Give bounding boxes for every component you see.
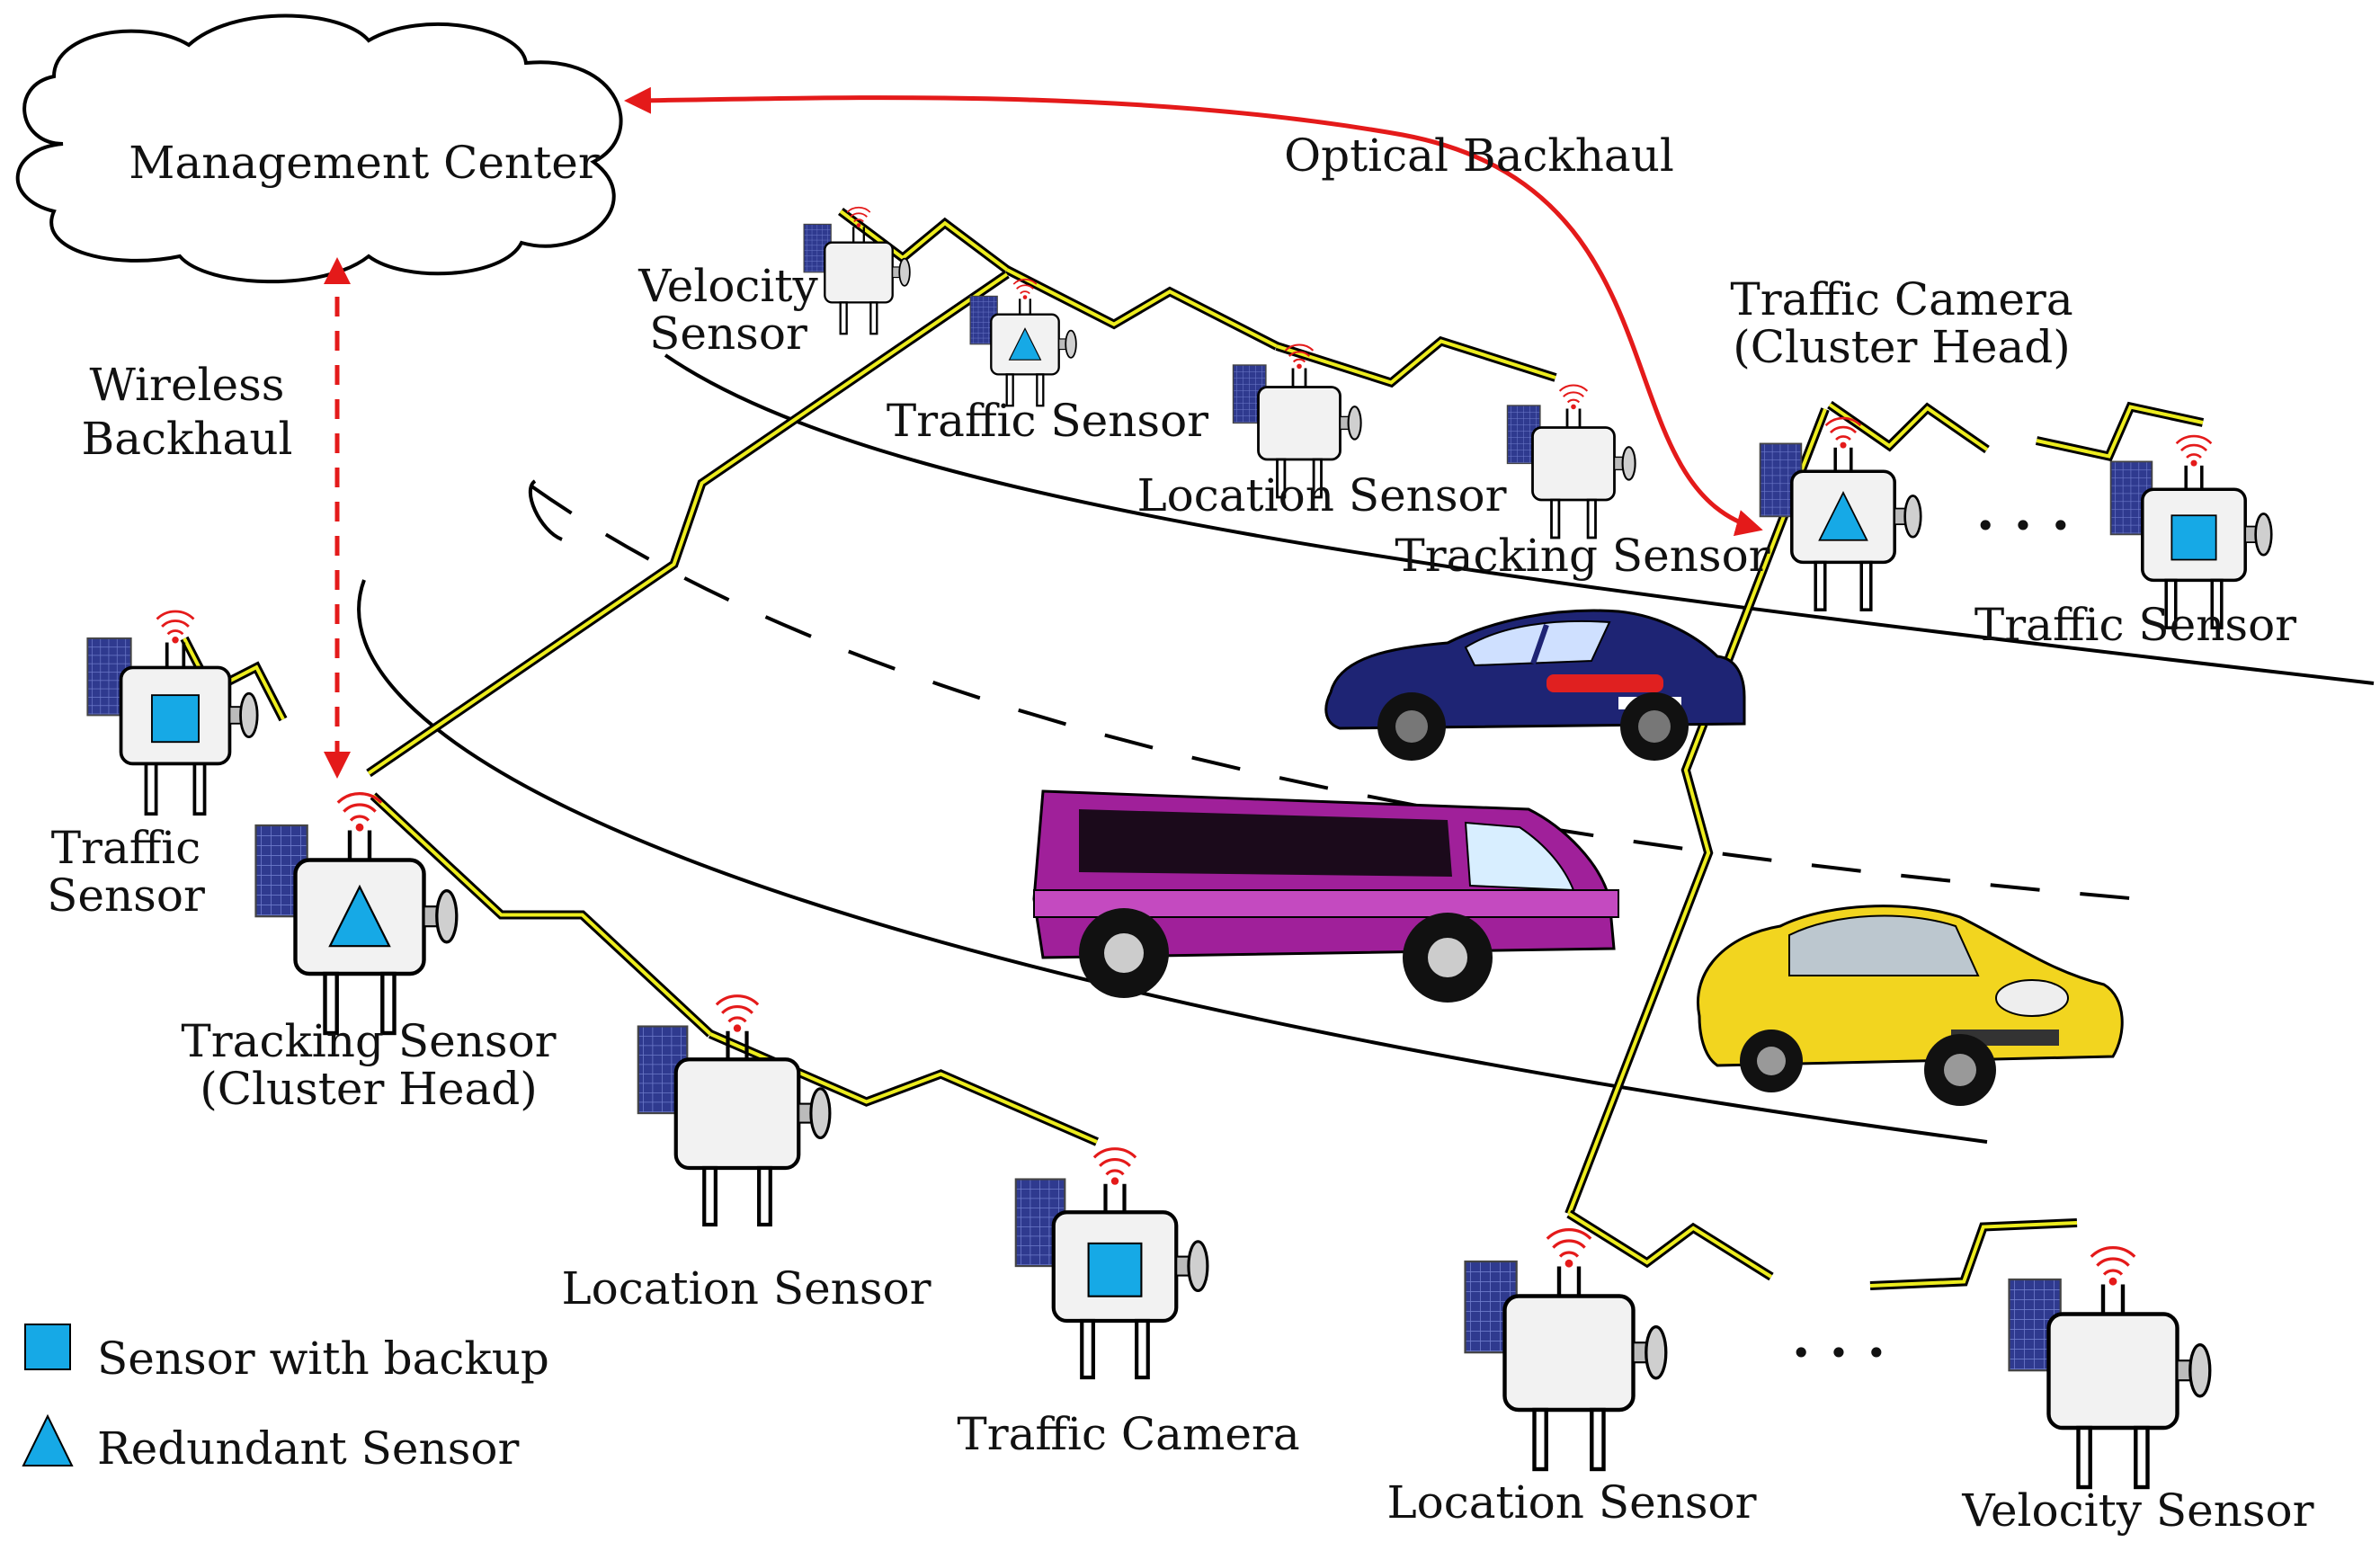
node-velocity-bottom xyxy=(2008,1245,2212,1490)
label-location-mid: Location Sensor xyxy=(561,1262,931,1315)
backup-square-icon xyxy=(1087,1242,1143,1297)
legend-triangle-icon xyxy=(22,1413,74,1466)
legend: Sensor with backup Redundant Sensor xyxy=(22,1324,549,1475)
blue-car xyxy=(1324,609,1746,761)
link-head-traffic-top xyxy=(366,270,1010,778)
label-tracking-top: Tracking Sensor xyxy=(1395,530,1769,582)
label-camera-head-1: Traffic Camera xyxy=(1730,273,2072,325)
wireless-signal-icon xyxy=(1558,384,1589,410)
wireless-signal-icon xyxy=(715,994,760,1032)
wireless-backhaul: Wireless Backhaul xyxy=(81,257,351,779)
link-ellipsis-velocity-bottom xyxy=(1869,1218,2078,1290)
backup-square-icon xyxy=(2171,514,2217,561)
wireless-signal-icon xyxy=(846,206,871,227)
link-camera-location-bottom xyxy=(1564,407,1830,1216)
label-tracking-head-2: (Cluster Head) xyxy=(200,1063,538,1115)
wireless-signal-icon xyxy=(1284,343,1315,370)
node-labels: Velocity Sensor Traffic Sensor Location … xyxy=(47,260,2314,1537)
legend-triangle-label: Redundant Sensor xyxy=(97,1422,519,1475)
label-velocity-bottom: Velocity Sensor xyxy=(1961,1484,2313,1537)
wireless-signal-icon xyxy=(1824,416,1862,449)
redundant-triangle-icon xyxy=(1818,490,1868,541)
link-camera-ellipsis xyxy=(1827,400,1990,454)
road-lane-dashed xyxy=(529,484,2141,901)
label-traffic-left-1: Traffic xyxy=(51,822,201,874)
management-center-cloud: Management Center xyxy=(15,13,623,284)
optical-backhaul-label: Optical Backhaul xyxy=(1284,129,1674,182)
label-traffic-right: Traffic Sensor xyxy=(1974,599,2296,651)
optical-backhaul-line xyxy=(624,86,1763,537)
link-location-ellipsis-bottom xyxy=(1566,1209,1774,1281)
node-traffic-right xyxy=(2109,434,2273,629)
link-ellipsis-traffic-right xyxy=(2035,401,2205,462)
link-traffic-left-head xyxy=(180,636,288,722)
label-velocity-top-1: Velocity xyxy=(637,260,818,312)
link-traffic-location-top xyxy=(1004,265,1279,351)
link-velocity-traffic-top xyxy=(837,208,1011,273)
wireless-signal-icon xyxy=(1012,278,1038,299)
node-velocity-top xyxy=(803,206,911,335)
label-velocity-top-2: Sensor xyxy=(649,308,807,360)
road-arc-small xyxy=(528,479,563,541)
sensor-nodes xyxy=(86,206,2273,1490)
node-tracking-head xyxy=(254,791,459,1036)
wireless-signal-icon xyxy=(2175,434,2213,467)
road-edge-bottom xyxy=(357,579,1988,1144)
link-location-tracking-top xyxy=(1275,335,1557,388)
wireless-signal-icon xyxy=(1546,1227,1592,1268)
wireless-signal-icon xyxy=(336,791,383,832)
backup-square-icon xyxy=(151,694,200,744)
node-camera-head xyxy=(1759,416,1922,611)
management-center-label: Management Center xyxy=(129,137,600,189)
purple-van xyxy=(1032,789,1619,1003)
label-camera-bottom: Traffic Camera xyxy=(957,1408,1299,1460)
wireless-backhaul-label-1: Wireless xyxy=(90,359,285,411)
wireless-signal-icon xyxy=(1092,1147,1137,1185)
label-tracking-head-1: Tracking Sensor xyxy=(181,1015,556,1067)
ellipsis-bottom-right: · · · xyxy=(1792,1322,1885,1385)
node-traffic-left xyxy=(86,610,259,816)
label-traffic-top: Traffic Sensor xyxy=(887,395,1208,447)
redundant-triangle-icon xyxy=(1008,327,1042,361)
label-location-bottom: Location Sensor xyxy=(1386,1476,1756,1529)
wireless-signal-icon xyxy=(156,610,195,644)
yellow-car xyxy=(1697,905,2124,1106)
label-camera-head-2: (Cluster Head) xyxy=(1733,321,2071,373)
ellipsis-top-right: · · · xyxy=(1976,495,2070,557)
link-head-location-mid xyxy=(370,792,714,1038)
redundant-triangle-icon xyxy=(328,884,391,948)
node-camera-bottom xyxy=(1014,1147,1209,1380)
legend-square-label: Sensor with backup xyxy=(97,1333,549,1385)
wireless-links xyxy=(180,208,2205,1290)
wireless-backhaul-label-2: Backhaul xyxy=(81,413,292,465)
node-location-top xyxy=(1232,343,1362,499)
label-location-top: Location Sensor xyxy=(1137,469,1506,521)
optical-backhaul: Optical Backhaul xyxy=(624,86,1763,537)
node-tracking-top xyxy=(1506,384,1636,539)
node-location-mid xyxy=(637,994,832,1227)
cloud-shape xyxy=(15,13,623,284)
node-location-bottom xyxy=(1464,1227,1668,1472)
label-traffic-left-2: Sensor xyxy=(47,869,205,922)
legend-square-icon xyxy=(24,1324,71,1370)
node-traffic-top xyxy=(969,278,1077,407)
wireless-signal-icon xyxy=(2090,1245,2136,1286)
